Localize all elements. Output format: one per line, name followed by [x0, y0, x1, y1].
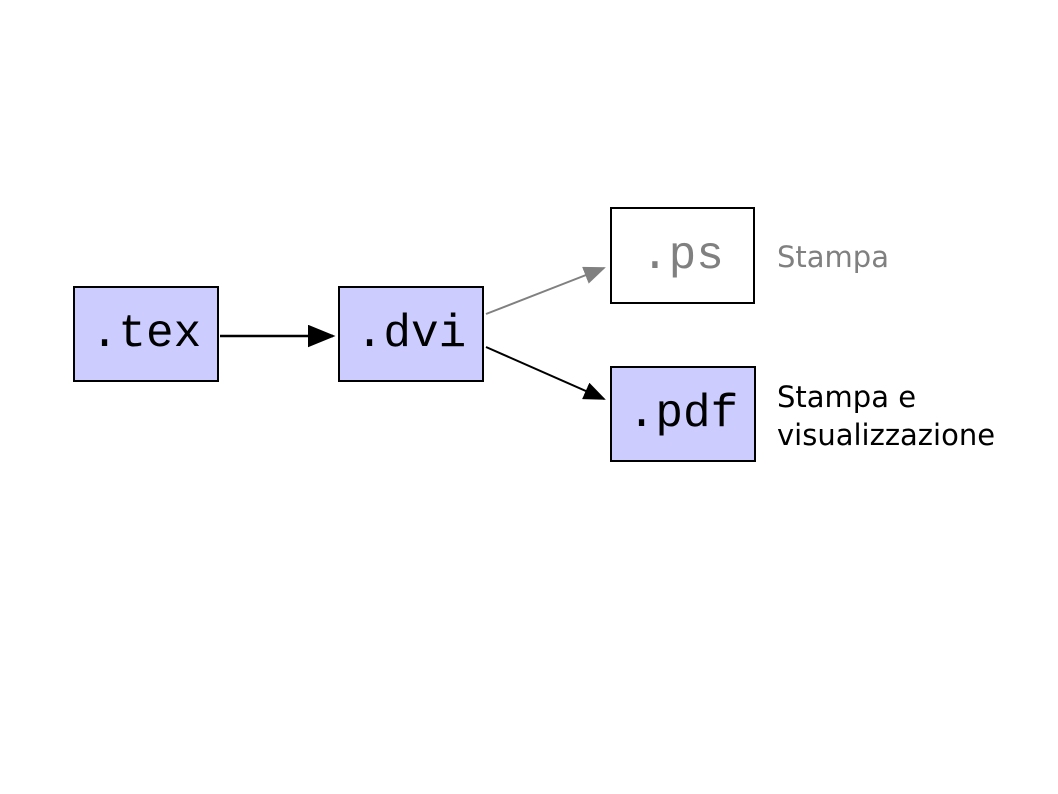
edge-dvi-to-pdf	[485, 346, 606, 400]
node-dvi[interactable]: .dvi	[338, 286, 484, 382]
edge-dvi-to-ps	[485, 266, 606, 315]
node-ps[interactable]: .ps	[610, 207, 755, 304]
node-tex[interactable]: .tex	[73, 286, 219, 382]
caption-ps: Stampa	[777, 240, 889, 274]
node-pdf[interactable]: .pdf	[610, 366, 756, 462]
caption-pdf: Stampa e visualizzazione	[777, 380, 996, 452]
